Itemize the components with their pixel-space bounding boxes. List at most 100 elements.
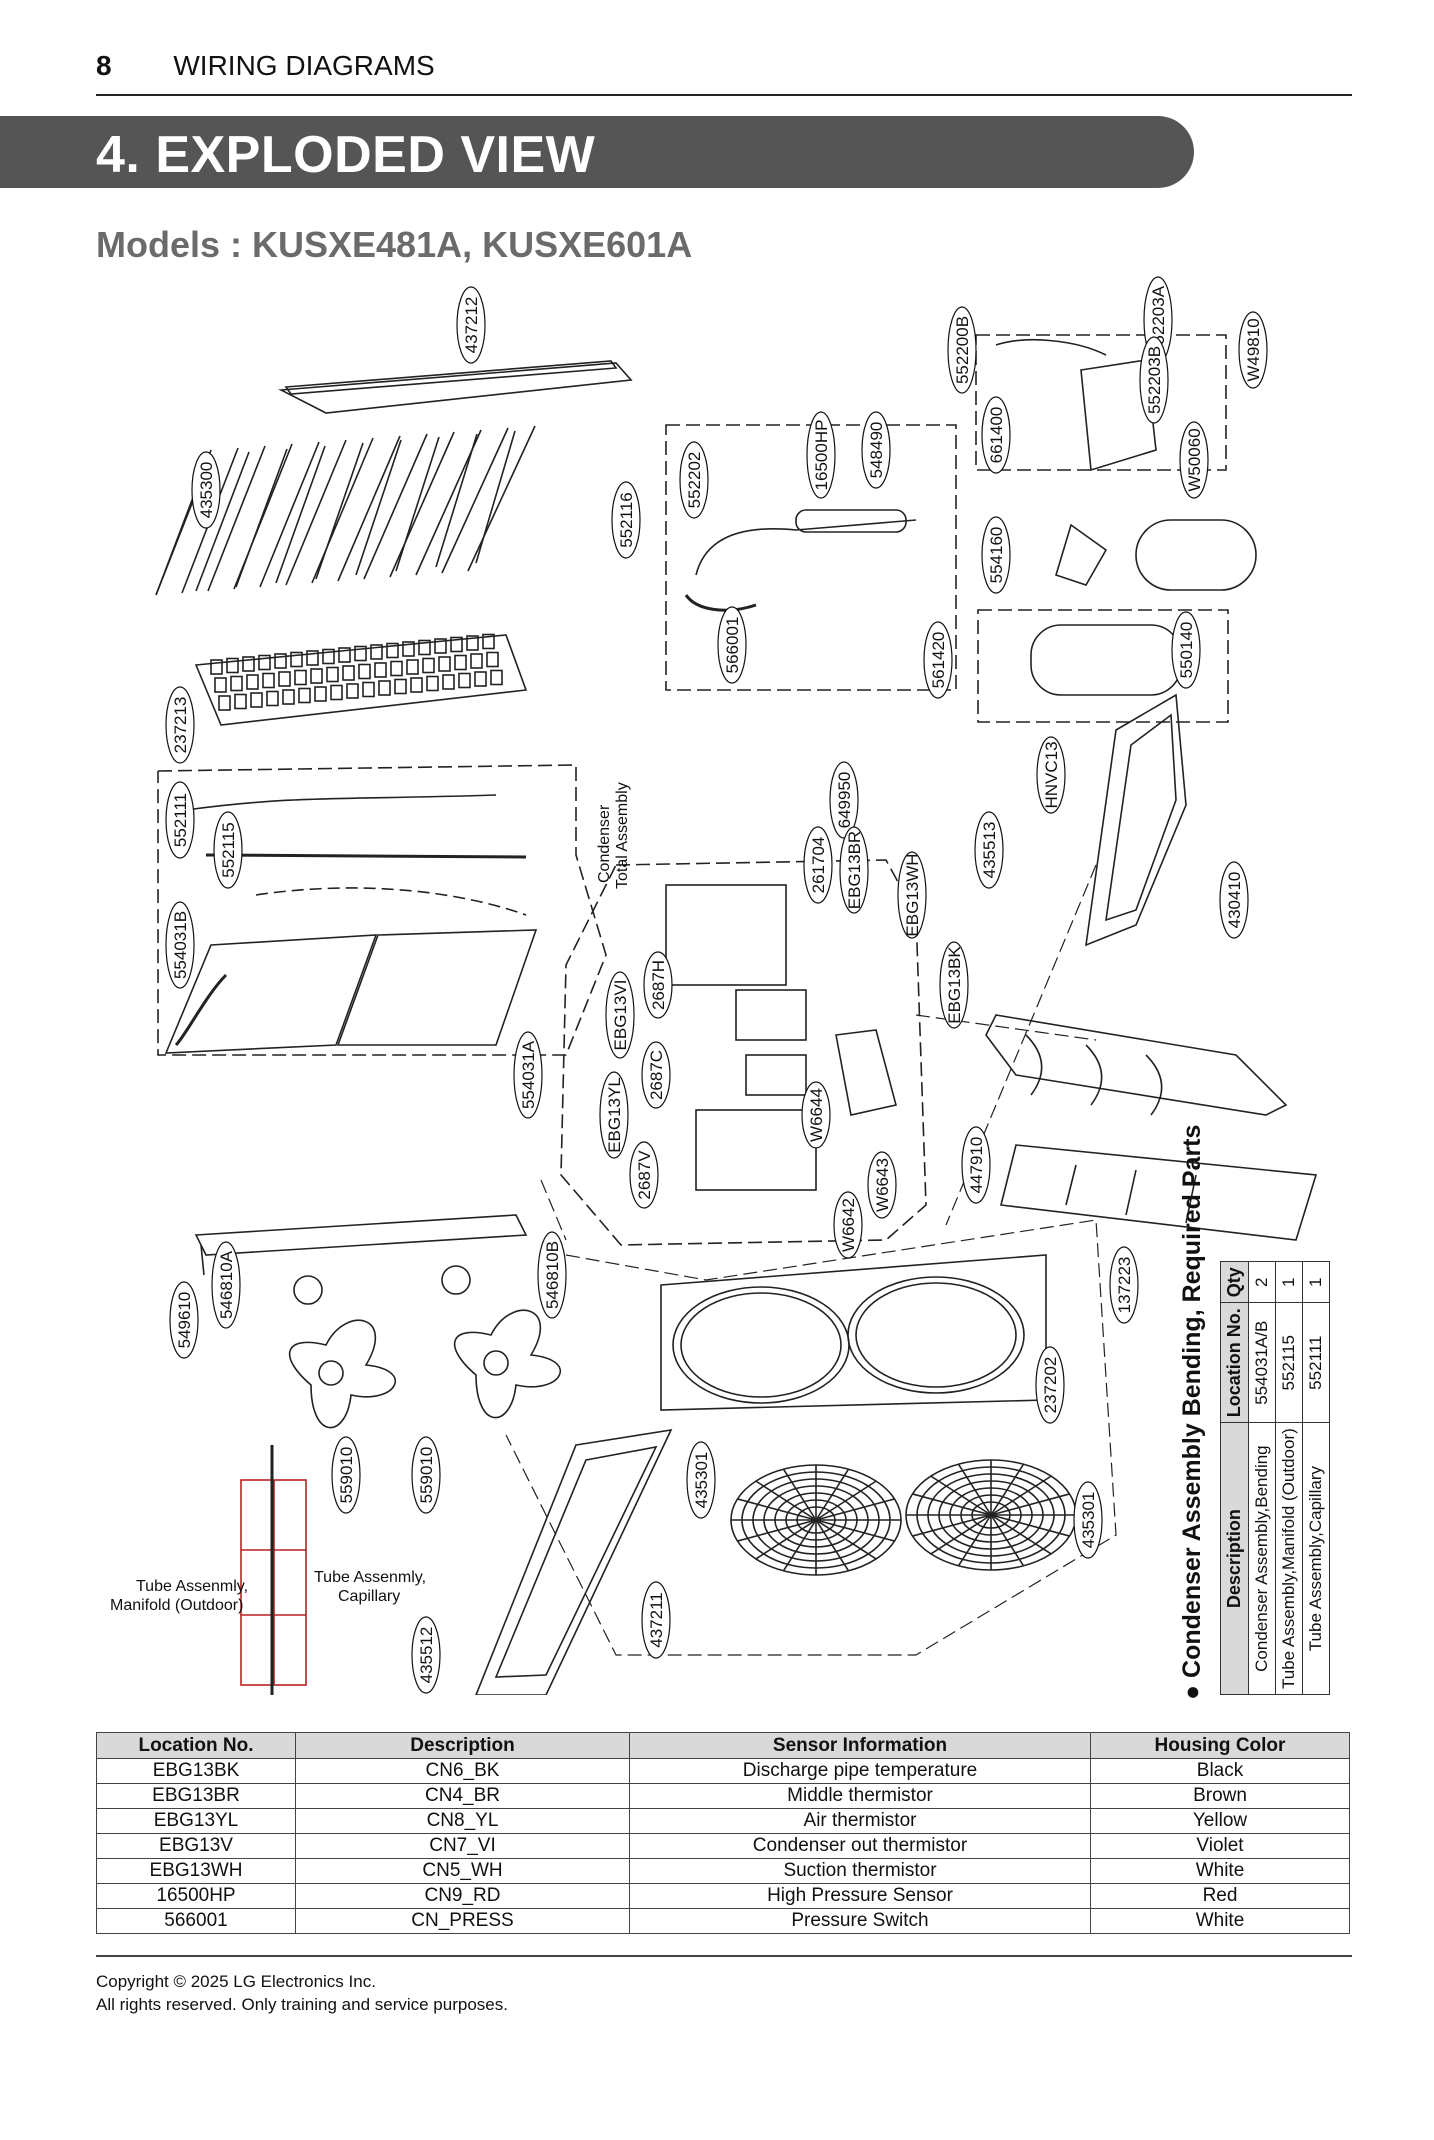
sensor-cell: CN6_BK [295,1758,630,1784]
manifold-label: Tube Assenmly, [136,1578,248,1595]
sensor-cell: Condenser out thermistor [629,1833,1091,1859]
callout-bubble [1238,311,1268,389]
sensor-header: Sensor Information [629,1732,1091,1759]
sensor-cell: CN4_BR [295,1783,630,1809]
sensor-cell: Red [1090,1883,1350,1909]
callout-bubble [537,1231,567,1319]
footer: Copyright © 2025 LG Electronics Inc. All… [96,1970,508,2016]
rp-cell: 554031A/B [1248,1302,1276,1423]
callout-label: EBG13BK [945,946,964,1024]
callout-bubble [169,1281,199,1359]
sensor-cell: Yellow [1090,1808,1350,1834]
capillary-label: Tube Assenmly, [314,1569,426,1586]
callout-label: 435513 [980,822,999,879]
callout-label: 550140 [1177,622,1196,679]
callout-bubble [803,826,833,904]
footer-rule [96,1955,1352,1957]
callout-label: 16500HP [812,420,831,491]
callout-bubble [1109,1246,1139,1324]
sensor-table: Location No. Description Sensor Informat… [96,1732,1350,1934]
capillary-label-2: Capillary [338,1588,400,1605]
callout-bubble [1035,1346,1065,1424]
callout-label: 447910 [967,1137,986,1194]
fan-shroud-part [660,1254,1047,1411]
exploded-view-diagram: 43721243530055211655220216500HP548490566… [110,276,1318,1695]
callout-label: 2687V [635,1150,654,1200]
callout-label: 559010 [337,1447,356,1504]
sensor-cell: White [1090,1908,1350,1934]
sensor-cell: Pressure Switch [629,1908,1091,1934]
motor-bracket-part [194,1214,528,1305]
callout-label: W6644 [807,1088,826,1142]
condenser-label-2: Total Assembly [614,782,631,889]
callout-label: 435300 [197,462,216,519]
callout-bubble [961,1126,991,1204]
rear-panel-part [985,1014,1288,1116]
rp-cell: 1 [1302,1261,1330,1303]
callout-label: 2687H [649,960,668,1010]
rp-cell: 552115 [1275,1302,1303,1423]
callout-label: 2687C [647,1050,666,1100]
rp-cell: 1 [1275,1261,1303,1303]
rp-header: Location No. [1220,1302,1249,1423]
callout-bubble [923,621,953,699]
callout-bubble [686,1441,716,1519]
sensor-cell: 16500HP [96,1883,296,1909]
sensor-cell: EBG13WH [96,1858,296,1884]
callout-bubble [513,1031,543,1119]
table-row: Tube Assembly,Manifold (Outdoor) 552115 … [1275,1261,1303,1695]
page-header: 8 WIRING DIAGRAMS [96,50,435,82]
callout-label: 554160 [987,527,1006,584]
callout-label: 430410 [1225,872,1244,929]
sensor-header: Housing Color [1090,1732,1350,1759]
callout-bubble [801,1081,831,1149]
callout-label: 546810A [217,1250,236,1319]
condenser-assembly-group [157,764,607,1056]
sensor-cell: EBG13BR [96,1783,296,1809]
callout-label: 137223 [1115,1257,1134,1314]
copyright-text: Copyright © 2025 LG Electronics Inc. [96,1972,376,1991]
callout-bubble [1219,861,1249,939]
callout-bubble [981,396,1011,474]
callout-label: 261704 [809,837,828,894]
callout-bubble [897,851,927,939]
rp-cell: 552111 [1302,1302,1330,1423]
callout-bubble [1171,611,1201,689]
valve-assembly-group [975,334,1227,472]
callout-bubble [806,411,836,499]
rp-cell: 2 [1248,1261,1276,1303]
header-rule [96,94,1352,96]
callout-label: 661400 [987,407,1006,464]
sensor-header: Description [295,1732,630,1759]
sensor-header: Location No. [96,1732,296,1759]
callout-bubble [165,781,195,859]
callout-label: 237213 [171,697,190,754]
section-title: WIRING DIAGRAMS [173,50,435,81]
callout-label: 546810B [543,1241,562,1309]
callout-bubble [1179,421,1209,499]
front-panel-part [1000,1144,1318,1241]
callout-label: 435301 [1079,1492,1098,1549]
banner-title: 4. EXPLODED VIEW [96,126,596,184]
callout-bubble [829,761,859,839]
callout-label: EBG13BR [845,831,864,909]
rp-header: Qty [1220,1261,1249,1303]
callout-label: EBG13VI [611,980,630,1051]
required-parts-table-box: Description Location No. Qty Condenser A… [1220,1261,1330,1695]
callout-label: W6643 [873,1158,892,1212]
callout-bubble [165,686,195,764]
callout-label: 552202 [685,452,704,509]
callout-bubble [839,826,869,914]
callout-label: 559010 [417,1447,436,1504]
sensor-cell: White [1090,1858,1350,1884]
table-row: Condenser Assembly,Bending 554031A/B 2 [1248,1261,1276,1695]
sensor-cell: CN8_YL [295,1808,630,1834]
sensor-cell: EBG13YL [96,1808,296,1834]
callout-label: 437211 [647,1592,666,1647]
callout-label: EBG13WH [903,853,922,936]
section-banner: 4. EXPLODED VIEW [0,116,1194,188]
